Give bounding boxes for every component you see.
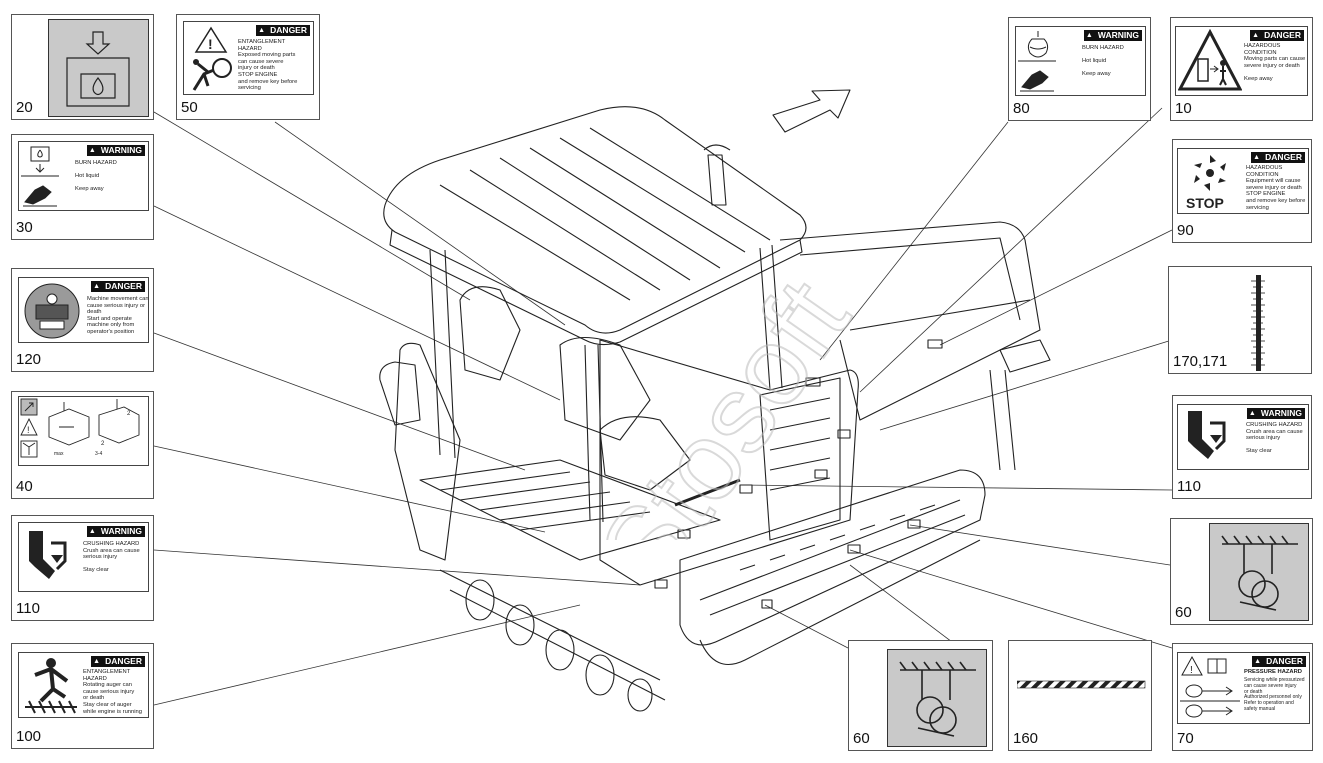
rotating-blades-icon <box>1194 155 1226 191</box>
belt-drive-icon <box>899 661 976 737</box>
hot-liquid-icon <box>1018 31 1056 92</box>
svg-text:max: max <box>54 451 64 457</box>
decal-subheader: PRESSURE HAZARD <box>1244 669 1302 675</box>
moving-parts-triangle-icon <box>1178 29 1242 91</box>
panel-number: 100 <box>16 728 42 745</box>
panel-number: 70 <box>1177 730 1194 747</box>
decal-panel-110-left: WARNING CRUSHING HAZARD Crush area can c… <box>11 515 154 621</box>
decal-text: BURN HAZARD Hot liquid Keep away <box>75 160 117 193</box>
decal-panel-60-bottom: 60 <box>848 640 993 751</box>
panel-number: 30 <box>16 219 33 236</box>
decal-header: WARNING <box>86 145 145 156</box>
svg-text:2: 2 <box>101 441 105 447</box>
moving-parts-icon: ! <box>192 26 232 91</box>
decal-header: WARNING <box>86 526 145 537</box>
level-gauge-scale-icon <box>1251 275 1265 371</box>
machine-outline <box>379 89 1051 712</box>
panel-number: 60 <box>1175 604 1192 621</box>
decal-panel-20: 20 <box>11 14 154 120</box>
panel-number: 10 <box>1175 100 1192 117</box>
decal-panel-90: STOP DANGER HAZARDOUS CONDITION Equipmen… <box>1172 139 1312 243</box>
panel-number: 90 <box>1177 222 1194 239</box>
panel-number: 110 <box>16 600 40 617</box>
crushing-hazard-decal: WARNING CRUSHING HAZARD Crush area can c… <box>18 522 149 592</box>
panel-number: 160 <box>1013 730 1039 747</box>
decal-text: CRUSHING HAZARD Crush area can cause ser… <box>83 541 140 574</box>
watermark: Stosoft <box>575 258 874 540</box>
decal-panel-80: WARNING BURN HAZARD Hot liquid Keep away… <box>1008 17 1151 121</box>
hazardous-condition-stop-decal: STOP DANGER HAZARDOUS CONDITION Equipmen… <box>1177 148 1309 214</box>
stop-label: STOP <box>1186 195 1224 211</box>
crushing-hand-icon <box>29 531 67 579</box>
panel-number: 170,171 <box>1173 353 1228 370</box>
svg-text:!: ! <box>27 425 30 435</box>
decal-panel-30: WARNING BURN HAZARD Hot liquid Keep away… <box>11 134 154 240</box>
decal-panel-10: DANGER HAZARDOUS CONDITION Moving parts … <box>1170 17 1313 121</box>
decal-text: ENTANGLEMENT HAZARD Exposed moving parts… <box>238 39 298 92</box>
panel-number: 110 <box>1177 478 1201 495</box>
panel-number: 60 <box>853 730 870 747</box>
decal-header: DANGER <box>91 281 145 292</box>
decal-text: HAZARDOUS CONDITION Moving parts can cau… <box>1244 43 1306 82</box>
decal-panel-100: DANGER ENTANGLEMENT HAZARD Rotating auge… <box>11 643 154 749</box>
entanglement-hazard-decal: ! DANGER ENTANGLEMENT HAZARD Exposed mov… <box>183 21 314 95</box>
decal-header: DANGER <box>1250 30 1304 41</box>
decal-text: BURN HAZARD Hot liquid Keep away <box>1082 45 1124 78</box>
panel-number: 50 <box>181 99 198 116</box>
pressure-hazard-icon: ! <box>1180 655 1240 718</box>
hazardous-condition-decal: DANGER HAZARDOUS CONDITION Moving parts … <box>1175 26 1308 96</box>
belt-drive-decal <box>1209 523 1309 621</box>
decal-panel-60-right: 60 <box>1170 518 1313 625</box>
belt-drive-decal <box>887 649 987 747</box>
decal-text: Machine movement can cause serious injur… <box>87 296 149 335</box>
burn-hazard-decal: WARNING BURN HAZARD Hot liquid Keep away <box>18 141 149 211</box>
operator-position-icon <box>24 283 80 339</box>
pressure-hazard-decal: ! DANGER PRESSURE HAZARD Servicing while… <box>1177 652 1310 724</box>
decal-header: WARNING <box>1083 30 1142 41</box>
decal-panel-40: ! max 2 2 3-4 40 <box>11 391 154 499</box>
panel-number: 20 <box>16 99 33 116</box>
lifting-points-decal: ! max 2 2 3-4 <box>18 396 149 466</box>
belt-drive-icon <box>1221 535 1298 611</box>
decal-text: CRUSHING HAZARD Crush area can cause ser… <box>1246 422 1303 455</box>
machine-movement-decal: DANGER Machine movement can cause seriou… <box>18 277 149 343</box>
decal-header: DANGER <box>256 25 310 36</box>
lifting-instructions-icon: ! max 2 2 3-4 <box>20 398 140 458</box>
watermark-text: Stosoft <box>576 259 873 540</box>
decal-text: ENTANGLEMENT HAZARD Rotating auger can c… <box>83 669 142 715</box>
decal-panel-70: ! DANGER PRESSURE HAZARD Servicing while… <box>1172 643 1313 751</box>
svg-text:3-4: 3-4 <box>95 451 102 457</box>
rotating-auger-icon <box>25 658 77 714</box>
hot-liquid-icon <box>21 146 59 207</box>
decal-panel-170-171: 170,171 <box>1168 266 1312 374</box>
decal-header: WARNING <box>1246 408 1305 419</box>
decal-panel-110-right: WARNING CRUSHING HAZARD Crush area can c… <box>1172 395 1312 499</box>
reflective-stripe-icon <box>1017 680 1146 689</box>
hydraulic-oil-icon <box>66 31 130 107</box>
crushing-hazard-decal: WARNING CRUSHING HAZARD Crush area can c… <box>1177 404 1309 470</box>
svg-text:!: ! <box>1190 665 1193 676</box>
decal-header: DANGER <box>1252 656 1306 667</box>
decal-text: HAZARDOUS CONDITION Equipment will cause… <box>1246 165 1306 211</box>
panel-number: 40 <box>16 478 33 495</box>
crushing-hand-icon <box>1188 411 1226 459</box>
decal-panel-120: DANGER Machine movement can cause seriou… <box>11 268 154 372</box>
decal-header: DANGER <box>91 656 145 667</box>
decal-text: Servicing while pressurized can cause se… <box>1244 677 1305 712</box>
decal-panel-50: ! DANGER ENTANGLEMENT HAZARD Exposed mov… <box>176 14 320 120</box>
panel-number: 120 <box>16 351 42 368</box>
burn-hazard-decal: WARNING BURN HAZARD Hot liquid Keep away <box>1015 26 1146 96</box>
decal-panel-160: 160 <box>1008 640 1152 751</box>
panel-number: 80 <box>1013 100 1030 117</box>
auger-entanglement-decal: DANGER ENTANGLEMENT HAZARD Rotating auge… <box>18 652 149 718</box>
svg-text:!: ! <box>208 36 213 52</box>
decal-header: DANGER <box>1251 152 1305 163</box>
leader-lines <box>153 107 1173 706</box>
decal-hydraulic-oil <box>48 19 149 117</box>
svg-text:2: 2 <box>127 411 131 417</box>
